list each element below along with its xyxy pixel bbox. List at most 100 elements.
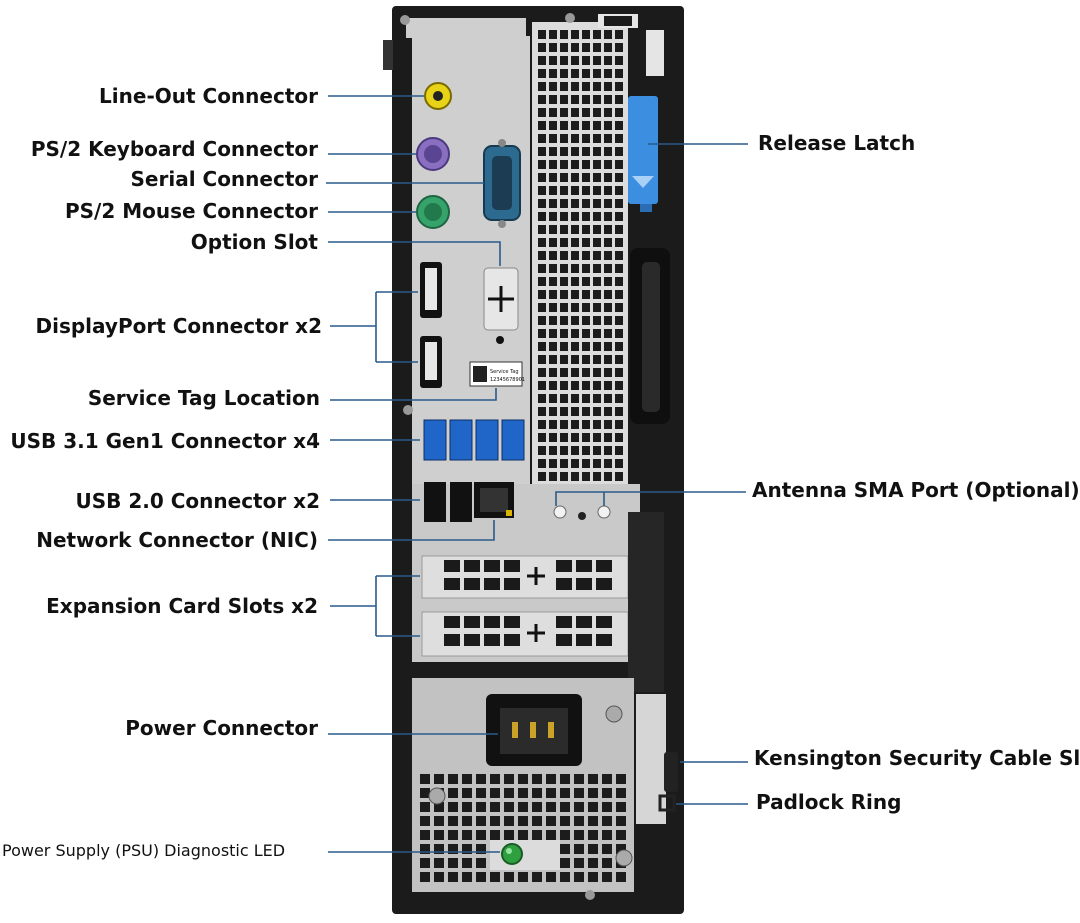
- psu-vent-hole: [560, 858, 570, 868]
- psu-vent-hole: [588, 802, 598, 812]
- psu-vent-hole: [434, 844, 444, 854]
- vent-hole: [615, 433, 623, 442]
- vent-hole: [571, 30, 579, 39]
- vent-hole: [538, 199, 546, 208]
- usb20-ports: [424, 482, 472, 522]
- service-tag-sticker: [469, 361, 523, 387]
- vent-hole: [560, 342, 568, 351]
- vent-hole: [560, 316, 568, 325]
- label-padlock: Padlock Ring: [756, 790, 902, 814]
- label-antenna: Antenna SMA Port (Optional): [752, 478, 1080, 502]
- psu-vent-hole: [434, 802, 444, 812]
- psu-vent-hole: [434, 774, 444, 784]
- vent-hole: [582, 251, 590, 260]
- vent-hole: [604, 290, 612, 299]
- psu-vent-hole: [588, 858, 598, 868]
- psu-vent-hole: [434, 858, 444, 868]
- vent-hole: [549, 225, 557, 234]
- vent-hole: [604, 264, 612, 273]
- vent-hole: [582, 160, 590, 169]
- vent-hole: [615, 277, 623, 286]
- vent-hole: [571, 121, 579, 130]
- vent-hole: [549, 43, 557, 52]
- vent-hole: [549, 121, 557, 130]
- vent-hole: [593, 420, 601, 429]
- vent-hole: [582, 69, 590, 78]
- vent-hole: [560, 43, 568, 52]
- label-usb20: USB 2.0 Connector x2: [75, 489, 320, 513]
- psu-vent-hole: [420, 774, 430, 784]
- psu-vent-hole: [588, 816, 598, 826]
- vent-hole: [615, 316, 623, 325]
- vent-hole: [538, 134, 546, 143]
- chassis-edge: [383, 40, 393, 70]
- vent-hole: [538, 251, 546, 260]
- psu-led: [501, 843, 523, 865]
- vent-hole: [538, 30, 546, 39]
- psu-vent-hole: [532, 830, 542, 840]
- psu-panel: [412, 678, 634, 892]
- vent-hole: [560, 251, 568, 260]
- release-latch: [628, 96, 658, 204]
- psu-vent-hole: [532, 774, 542, 784]
- vent-hole: [615, 69, 623, 78]
- vent-hole: [593, 368, 601, 377]
- vent-hole: [604, 160, 612, 169]
- label-ps2-keyboard: PS/2 Keyboard Connector: [30, 137, 318, 161]
- psu-vent-hole: [602, 844, 612, 854]
- vent-hole: [582, 173, 590, 182]
- psu-vent-hole: [448, 802, 458, 812]
- psu-vent-hole: [448, 830, 458, 840]
- psu-vent-hole: [560, 844, 570, 854]
- label-psu-led: Power Supply (PSU) Diagnostic LED: [2, 841, 286, 860]
- psu-vent-hole: [518, 816, 528, 826]
- psu-vent-hole: [588, 830, 598, 840]
- psu-vent-hole: [504, 830, 514, 840]
- psu-vent-hole: [574, 872, 584, 882]
- vent-hole: [593, 446, 601, 455]
- vent-hole: [593, 407, 601, 416]
- vent-hole: [549, 264, 557, 273]
- vent-hole: [571, 69, 579, 78]
- vent-hole: [571, 160, 579, 169]
- vent-hole: [604, 459, 612, 468]
- psu-vent-hole: [462, 872, 472, 882]
- psu-vent-hole: [518, 830, 528, 840]
- vent-hole: [549, 459, 557, 468]
- psu-vent-hole: [616, 844, 626, 854]
- vent-hole: [560, 290, 568, 299]
- vent-hole: [549, 290, 557, 299]
- psu-vent-hole: [574, 788, 584, 798]
- vent-hole: [538, 186, 546, 195]
- psu-vent-hole: [420, 816, 430, 826]
- vent-hole: [571, 43, 579, 52]
- vent-hole: [582, 95, 590, 104]
- vent-hole: [571, 433, 579, 442]
- kensington-slot: [664, 752, 678, 792]
- vent-hole: [582, 459, 590, 468]
- label-usb31: USB 3.1 Gen1 Connector x4: [10, 429, 320, 453]
- vent-hole: [615, 329, 623, 338]
- psu-vent-hole: [420, 830, 430, 840]
- vent-hole: [549, 277, 557, 286]
- vent-hole: [560, 420, 568, 429]
- vent-hole: [615, 459, 623, 468]
- expansion-slot-1: [421, 555, 629, 599]
- psu-vent-hole: [420, 802, 430, 812]
- service-tag-line1: Service Tag: [490, 369, 519, 375]
- vent-hole: [582, 82, 590, 91]
- psu-vent-hole: [560, 802, 570, 812]
- vent-hole: [549, 355, 557, 364]
- vent-hole: [593, 316, 601, 325]
- vent-hole: [582, 121, 590, 130]
- vent-hole: [582, 342, 590, 351]
- vent-hole: [604, 134, 612, 143]
- vent-hole: [538, 355, 546, 364]
- vent-hole: [571, 134, 579, 143]
- vent-hole: [571, 368, 579, 377]
- vent-hole: [549, 316, 557, 325]
- chassis-frame: [392, 6, 684, 914]
- psu-vent-hole: [518, 802, 528, 812]
- vent-hole: [615, 342, 623, 351]
- vent-hole: [549, 420, 557, 429]
